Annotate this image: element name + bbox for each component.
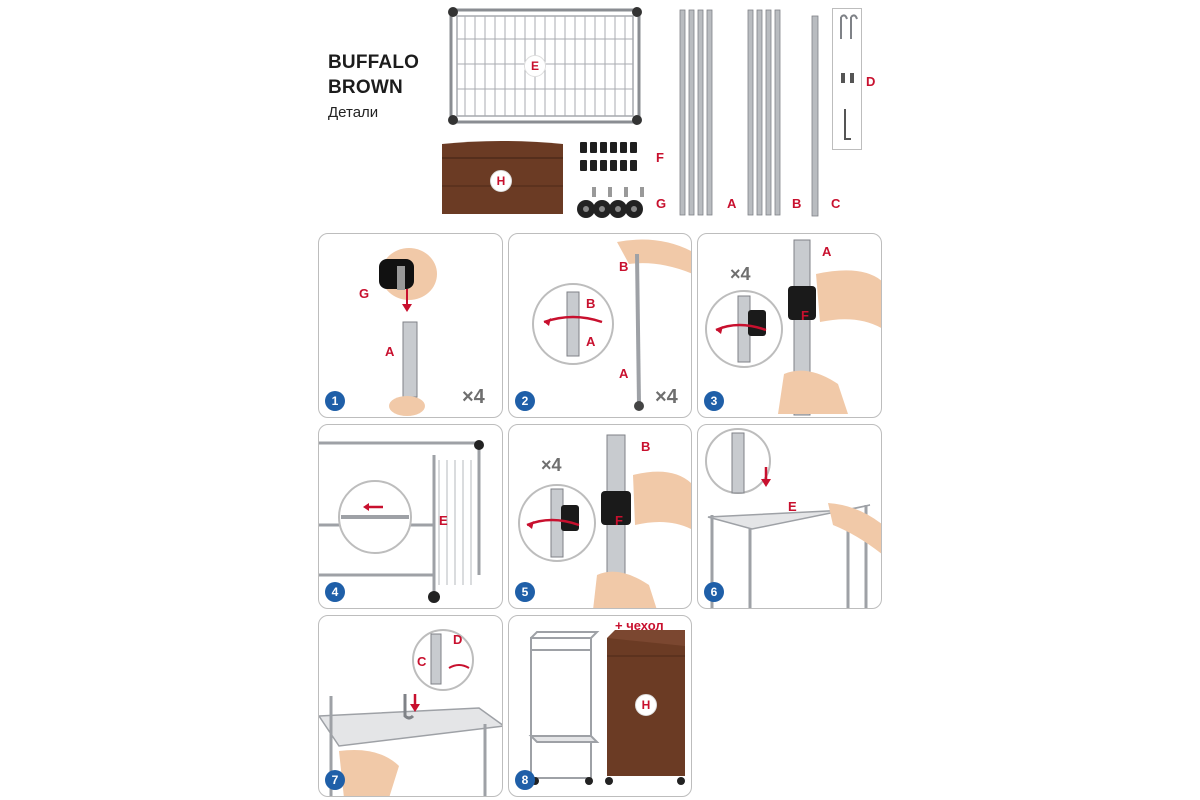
step-3-illustration [705,239,881,416]
step-2-label-a-bottom: A [619,366,629,381]
casters-illustration [577,187,644,218]
poles-a-illustration [679,9,713,216]
part-clips-f [578,140,648,180]
part-label-a: A [727,196,737,211]
parts-subtitle: Детали [328,104,379,121]
step-7-illustration [319,629,502,796]
step-2-illustration [532,239,691,411]
part-label-g: G [656,196,667,211]
step-8-cover-label: + чехол [615,618,664,633]
step-7-number: 7 [325,770,345,790]
step-4-number: 4 [325,582,345,602]
part-rail-c [808,14,822,218]
step-1-multiplier: ×4 [462,386,485,408]
step-panel-8: + чехол H 8 [508,615,692,797]
step-5-multiplier: ×4 [541,455,562,475]
step-panel-5: ×4 B F 5 [508,424,692,609]
step-panel-2: B B A A ×4 2 [508,233,692,418]
step-6-number: 6 [704,582,724,602]
step-7-label-d: D [453,632,463,647]
step-3-number: 3 [704,391,724,411]
step-panel-6: E 6 [697,424,882,609]
step-1-label-g: G [359,286,370,301]
step-8-number: 8 [515,770,535,790]
step-panel-7: D C 7 [318,615,503,797]
poles-b-illustration [747,9,781,216]
step-2-multiplier: ×4 [655,386,678,408]
step-1-label-a: A [385,344,395,359]
part-label-c: C [831,196,841,211]
step-8-label-h: H [635,694,657,716]
step-panel-4: E 4 [318,424,503,609]
step-2-number: 2 [515,391,535,411]
part-poles-a [676,8,716,218]
step-3-label-f: F [801,308,809,323]
step-5-number: 5 [515,582,535,602]
step-2-label-a: A [586,334,596,349]
rail-c-illustration [811,15,819,217]
part-label-d: D [866,74,876,89]
step-1-number: 1 [325,391,345,411]
brand-title: BUFFALO BROWN [328,50,419,100]
step-3-label-a: A [822,244,832,259]
part-hardware-d [832,8,862,150]
part-casters-g [576,185,650,221]
part-label-b: B [792,196,802,211]
part-label-f: F [656,150,664,165]
step-7-label-c: C [417,654,427,669]
step-4-label-e: E [439,513,448,528]
brand-line-2: BROWN [328,77,403,98]
step-5-label-f: F [615,513,623,528]
hardware-d-illustration [840,14,858,140]
step-8-illustration [528,630,685,785]
step-2-label-b-top: B [619,259,629,274]
part-label-e: E [524,55,546,77]
step-6-illustration [705,428,881,608]
part-cover-h: H [440,138,565,218]
step-6-label-e: E [788,499,797,514]
step-5-illustration [518,434,691,608]
step-3-multiplier: ×4 [730,264,751,284]
part-shelf-e: E [445,4,645,128]
part-poles-b [744,8,784,218]
step-2-label-b: B [586,296,596,311]
step-panel-1: G A ×4 1 [318,233,503,418]
step-4-illustration [319,440,484,603]
step-5-label-b: B [641,439,651,454]
step-panel-3: ×4 A F 3 [697,233,882,418]
clips-illustration [580,142,637,171]
part-label-h: H [490,170,512,192]
brand-line-1: BUFFALO [328,52,420,73]
step-1-illustration [379,248,437,416]
